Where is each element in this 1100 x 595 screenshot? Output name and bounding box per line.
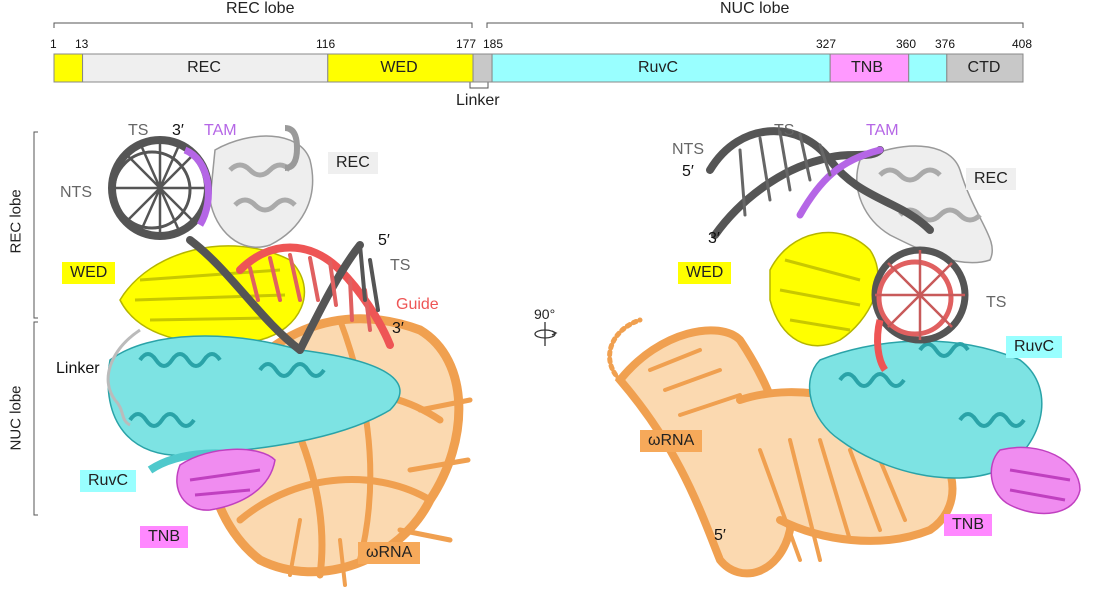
right-ruvc-label: RuvC — [1006, 336, 1063, 358]
left-tam-label: TAM — [204, 122, 237, 139]
boundary-number: 1 — [50, 37, 57, 51]
left-3prime-top-label: 3′ — [172, 122, 184, 139]
segment-label-rec: REC — [187, 59, 221, 76]
left-linker-strand — [106, 328, 141, 427]
right-dna-helix — [706, 127, 934, 239]
right-rec-domain — [856, 145, 994, 264]
left-5prime-label: 5′ — [378, 232, 390, 249]
nuc-lobe-title: NUC lobe — [720, 0, 790, 17]
boundary-number: 408 — [1012, 37, 1033, 51]
right-ts-right-label: TS — [986, 294, 1007, 311]
left-linker-label: Linker — [56, 360, 100, 377]
boundary-number: 376 — [935, 37, 956, 51]
boundary-number: 13 — [75, 37, 89, 51]
segment-label-tnb: TNB — [851, 59, 883, 76]
left-rec-label: REC — [328, 152, 378, 174]
left-ts-right-label: TS — [390, 257, 411, 274]
left-guide-label: Guide — [396, 296, 439, 313]
left-dna-end-view — [108, 136, 212, 240]
boundary-number: 360 — [896, 37, 917, 51]
left-tnb-label: TNB — [140, 526, 188, 548]
boundary-number: 177 — [456, 37, 477, 51]
domain-segment-ruvc — [491, 53, 831, 83]
rotation-label: 90° — [534, 306, 556, 322]
boundary-number: 116 — [316, 37, 336, 51]
domain-segment-ctd — [946, 53, 1024, 83]
linker-title: Linker — [456, 92, 500, 109]
right-rec-label: REC — [966, 168, 1016, 190]
right-tnb-label: TNB — [944, 514, 992, 536]
domain-segment-rec — [82, 53, 329, 83]
left-ruvc-label: RuvC — [80, 470, 137, 492]
domain-segment-tnb — [829, 53, 910, 83]
left-tnb-domain — [176, 448, 276, 511]
rec-lobe-title: REC lobe — [226, 0, 295, 17]
nuc-lobe-bracket — [486, 22, 1024, 28]
right-wed-label: WED — [678, 262, 732, 284]
right-3prime-label: 3′ — [708, 230, 720, 247]
right-wrna-label: ωRNA — [640, 430, 703, 452]
domain-segment-unlabeled-0 — [53, 53, 84, 83]
boundary-number: 327 — [816, 37, 837, 51]
domain-bar — [53, 53, 1024, 83]
domain-segment-unlabeled-6 — [908, 53, 948, 83]
side-brackets — [33, 131, 38, 516]
boundary-number: 185 — [483, 37, 504, 51]
left-3prime-guide-label: 3′ — [392, 320, 404, 337]
left-ts-top-label: TS — [128, 122, 149, 139]
left-structure — [106, 125, 473, 587]
right-nts-label: NTS — [672, 141, 704, 158]
side-label-rec-lobe: REC lobe — [7, 189, 25, 254]
left-rec-domain — [209, 125, 314, 248]
right-structure — [607, 127, 1081, 578]
domain-segment-wed — [327, 53, 474, 83]
rotation-icon — [534, 322, 558, 346]
right-ts-top-label: TS — [774, 122, 795, 139]
right-wed-domain — [769, 231, 879, 347]
segment-label-ruvc: RuvC — [637, 59, 678, 76]
side-label-nuc-lobe: NUC lobe — [7, 385, 25, 451]
left-wed-label: WED — [62, 262, 116, 284]
segment-label-wed: WED — [380, 59, 418, 76]
left-wrna-label: ωRNA — [358, 542, 421, 564]
right-tam-label: TAM — [866, 122, 899, 139]
segment-label-ctd: CTD — [967, 59, 1001, 76]
linker-bracket — [469, 82, 489, 89]
rec-lobe-bracket — [53, 22, 473, 28]
right-tnb-domain — [990, 446, 1081, 515]
right-5prime-bottom-label: 5′ — [714, 527, 726, 544]
left-nts-label: NTS — [60, 184, 92, 201]
right-guide-end-view — [871, 246, 969, 373]
right-5prime-top-label: 5′ — [682, 163, 694, 180]
left-guide-duplex — [186, 236, 394, 354]
